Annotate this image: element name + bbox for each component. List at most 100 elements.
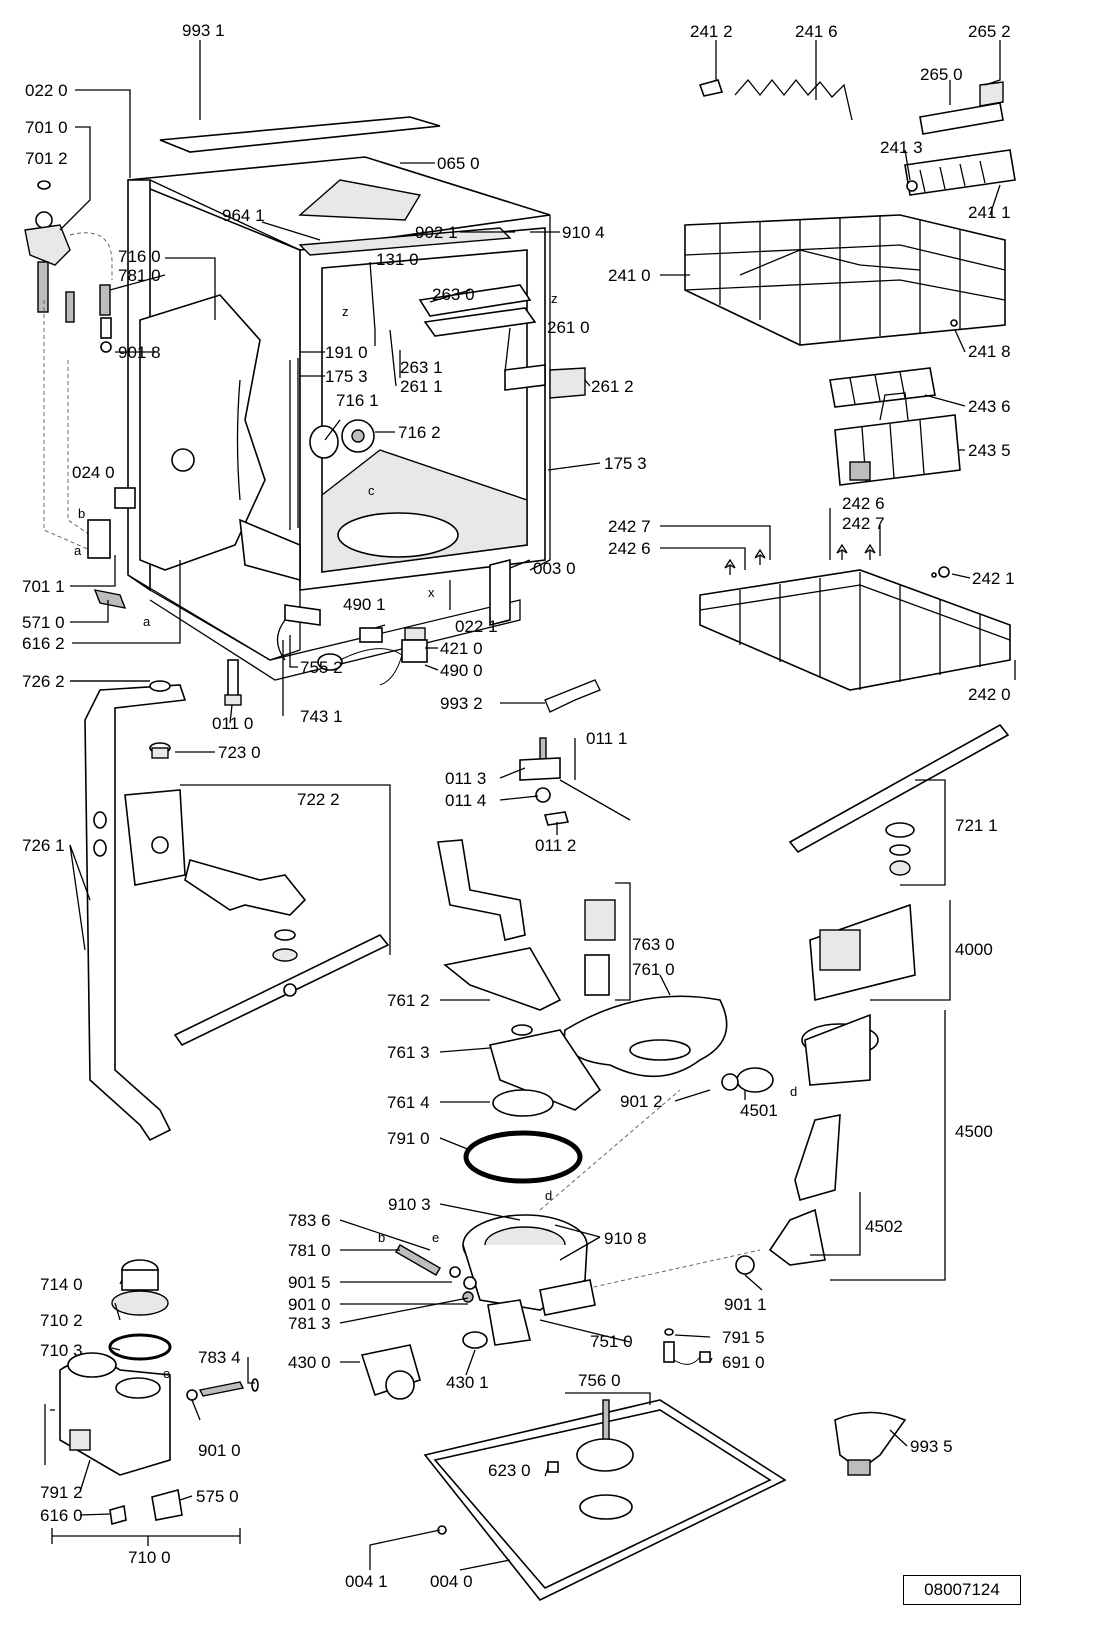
label: 003 0 (533, 559, 576, 578)
label: 191 0 (325, 343, 368, 362)
label: 011 3 (445, 769, 486, 788)
label: 242 6 (608, 539, 651, 558)
label: 910 3 (388, 1195, 431, 1214)
label: 575 0 (196, 1487, 239, 1506)
label: 011 0 (212, 714, 253, 733)
letter-mark: e (163, 1366, 170, 1381)
label: 691 0 (722, 1353, 765, 1372)
label: 722 2 (297, 790, 340, 809)
label: 011 1 (586, 729, 627, 748)
upper-basket-parts (684, 78, 1016, 691)
label: 241 3 (880, 138, 923, 157)
label: 716 1 (336, 391, 379, 410)
label: 910 4 (562, 223, 605, 242)
label: 761 4 (387, 1093, 430, 1112)
letter-mark: d (790, 1084, 797, 1099)
label: 421 0 (440, 639, 483, 658)
label: 065 0 (437, 154, 480, 173)
label: 623 0 (488, 1461, 531, 1480)
label: 901 0 (198, 1441, 241, 1460)
label: 616 0 (40, 1506, 83, 1525)
label: 993 2 (440, 694, 483, 713)
label: 901 0 (288, 1295, 331, 1314)
label: 783 4 (198, 1348, 241, 1367)
label: 701 0 (25, 118, 68, 137)
labels-racks (660, 40, 1016, 680)
label: 430 1 (446, 1373, 489, 1392)
label: 756 0 (578, 1371, 621, 1390)
label: 616 2 (22, 634, 65, 653)
labels-bottom (44, 1203, 908, 1571)
label: 430 0 (288, 1353, 331, 1372)
document-number: 08007124 (903, 1575, 1021, 1605)
letter-mark: b (378, 1230, 385, 1245)
label: 011 2 (535, 836, 576, 855)
label: 243 5 (968, 441, 1011, 460)
label: 783 6 (288, 1211, 331, 1230)
sump-assembly (59, 1214, 907, 1602)
label: 993 1 (182, 21, 225, 40)
label: 011 4 (445, 791, 486, 810)
letter-mark: z (551, 291, 558, 306)
letter-mark: c (368, 483, 375, 498)
label: 242 1 (972, 569, 1015, 588)
label: 263 1 (400, 358, 443, 377)
label: 261 0 (547, 318, 590, 337)
label: 755 2 (300, 658, 343, 677)
label: 241 8 (968, 342, 1011, 361)
label: 726 2 (22, 672, 65, 691)
label: 701 1 (22, 577, 65, 596)
label: 4501 (740, 1101, 778, 1120)
label: 791 0 (387, 1129, 430, 1148)
label: 265 2 (968, 22, 1011, 41)
label: 004 0 (430, 1572, 473, 1591)
letter-mark: d (545, 1188, 552, 1203)
letter-mark: e (432, 1230, 439, 1245)
label: 910 8 (604, 1229, 647, 1248)
label: 716 2 (398, 423, 441, 442)
label: 241 0 (608, 266, 651, 285)
label: 781 3 (288, 1314, 331, 1333)
label: 761 0 (632, 960, 675, 979)
labels-spray (69, 680, 951, 1291)
label: 022 0 (25, 81, 68, 100)
label: 024 0 (72, 463, 115, 482)
cabinet-assembly (114, 116, 586, 681)
spray-system (84, 680, 1010, 1184)
letter-mark: z (342, 304, 349, 319)
letter-mark: b (78, 506, 85, 521)
label: 261 1 (400, 377, 443, 396)
label: 4500 (955, 1122, 993, 1141)
label: 791 2 (40, 1483, 83, 1502)
label: 763 0 (632, 935, 675, 954)
label: 901 5 (288, 1273, 331, 1292)
label: 4502 (865, 1217, 903, 1236)
label: 714 0 (40, 1275, 83, 1294)
label: 701 2 (25, 149, 68, 168)
label: 761 3 (387, 1043, 430, 1062)
label: 902 1 (415, 223, 458, 242)
label: 901 2 (620, 1092, 663, 1111)
label: 004 1 (345, 1572, 388, 1591)
letter-mark: x (428, 585, 435, 600)
label: 710 2 (40, 1311, 83, 1330)
label: 726 1 (22, 836, 65, 855)
label: 710 3 (40, 1341, 83, 1360)
label: 242 0 (968, 685, 1011, 704)
rinse-aid-parts (24, 180, 321, 706)
label: 242 7 (608, 517, 651, 536)
label: 993 5 (910, 1437, 953, 1456)
label: 710 0 (128, 1548, 171, 1567)
label: 242 7 (842, 514, 885, 533)
pump-assembly (721, 903, 916, 1275)
label: 022 1 (455, 617, 498, 636)
label: 781 0 (118, 266, 161, 285)
power-cord (317, 627, 601, 713)
label: 721 1 (955, 816, 998, 835)
label: 781 0 (288, 1241, 331, 1260)
label: 242 6 (842, 494, 885, 513)
letter-mark: a (74, 543, 82, 558)
label: 901 8 (118, 343, 161, 362)
label: 964 1 (222, 206, 265, 225)
